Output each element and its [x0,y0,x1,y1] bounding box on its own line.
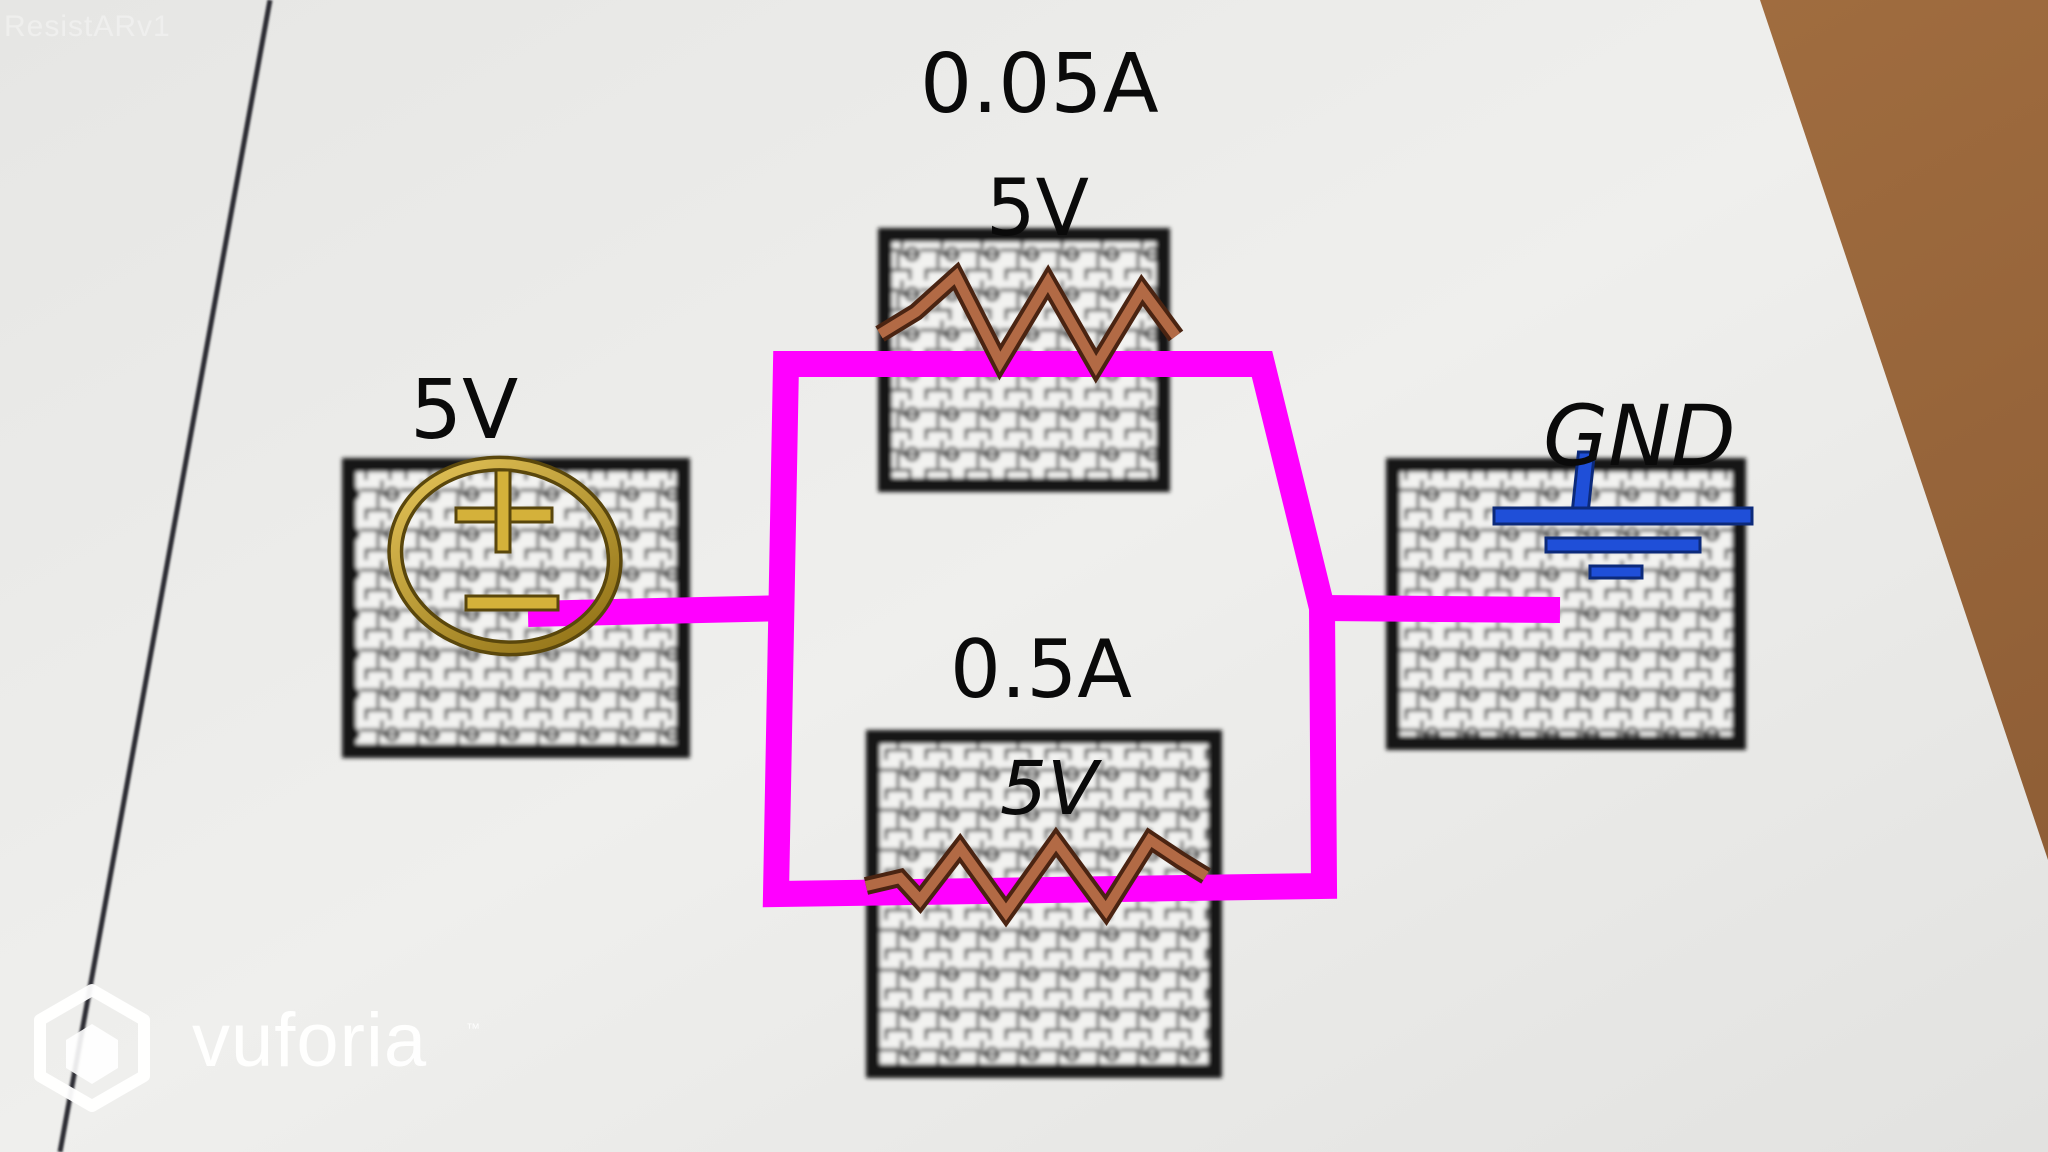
ground-symbol-icon [1492,450,1754,580]
resistor-top-current-label: 0.05A [920,37,1159,132]
source-voltage-label: 5V [410,363,519,458]
resistor-bottom-voltage-label: 5V [1000,746,1098,832]
resistor-bottom-zigzag [863,826,1211,928]
circuit-wires [527,351,1561,908]
wire-ground-lead [1321,595,1561,623]
ground-label: GND [1543,387,1736,485]
voltage-source-symbol [387,455,623,657]
resistor-bottom-current-label: 0.5A [950,623,1132,716]
resistor-top-zigzag [875,261,1184,384]
wire-source-lead [527,595,791,627]
app-title: ResistARv1 [4,10,171,43]
plus-sign-icon [454,468,554,554]
vuforia-cube-icon [34,984,150,1112]
paper-edge-line [57,0,273,1152]
vuforia-trademark: ™ [466,1020,480,1036]
minus-sign-icon [464,594,560,612]
vuforia-wordmark: vuforia [192,998,428,1083]
wire-parallel-loop [762,351,1338,908]
resistor-top-voltage-label: 5V [986,164,1089,254]
